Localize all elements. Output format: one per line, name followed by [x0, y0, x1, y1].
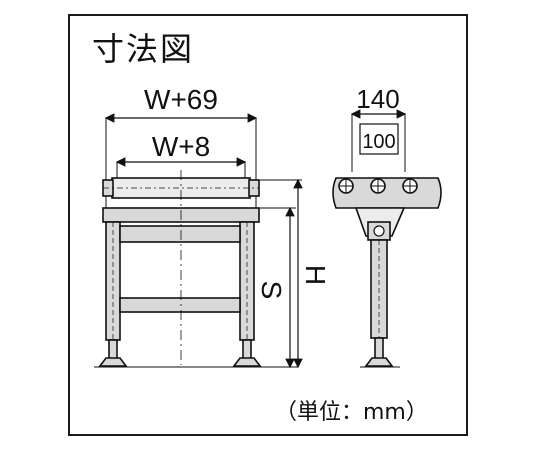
adjuster-stem-left [108, 339, 118, 361]
adjuster-foot-left [98, 357, 128, 367]
cross-bar-upper [119, 225, 241, 243]
front-view [94, 113, 303, 369]
label-height-h: H [300, 265, 331, 285]
label-outer-width: W+69 [144, 84, 218, 115]
roller-section-1 [338, 178, 354, 194]
drawing-frame [68, 14, 468, 436]
drawing-title: 寸法図 [92, 30, 195, 68]
label-height-s: S [256, 281, 287, 300]
side-view [332, 109, 442, 368]
label-side-inner: 100 [362, 131, 395, 153]
adjuster-foot-right [232, 357, 262, 367]
roller-section-3 [402, 178, 418, 194]
bracket-bolt [373, 225, 385, 237]
label-inner-width: W+8 [152, 131, 210, 162]
cross-bar-lower [119, 297, 241, 313]
roller-section-2 [370, 178, 386, 194]
dimension-box-100 [359, 123, 399, 155]
side-adjuster-foot [364, 357, 394, 367]
adjuster-stem-right [242, 339, 252, 361]
side-adjuster-stem [374, 337, 384, 361]
unit-note: （単位：mm） [275, 400, 428, 425]
label-side-outer: 140 [356, 84, 399, 114]
